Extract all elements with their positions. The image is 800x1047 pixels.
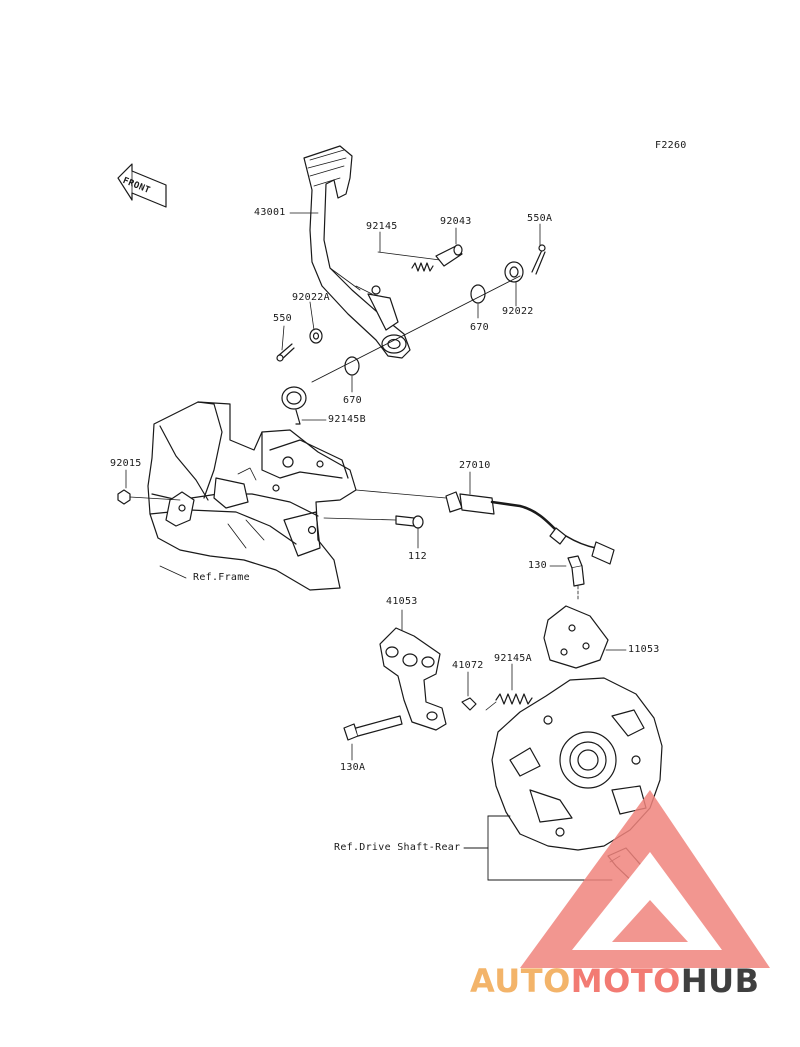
- o-ring-670-lower: [344, 356, 360, 376]
- frame: [147, 401, 357, 591]
- brake-lever-41053: [379, 627, 447, 731]
- label-130: 130: [528, 560, 547, 571]
- brake-pedal: [303, 145, 411, 359]
- label-130A: 130A: [340, 762, 366, 773]
- brake-switch-27010: [355, 489, 615, 565]
- watermark-part-2: MOTO: [570, 962, 681, 1000]
- watermark-text: AUTOMOTOHUB: [470, 962, 760, 1000]
- label-27010: 27010: [459, 460, 491, 471]
- label-11053: 11053: [628, 644, 660, 655]
- leader-lines: [125, 212, 627, 761]
- label-92015: 92015: [110, 458, 142, 469]
- label-43001: 43001: [254, 207, 286, 218]
- watermark-part-3: HUB: [680, 962, 760, 1000]
- bolt-130A: [343, 715, 403, 741]
- label-550A: 550A: [527, 213, 553, 224]
- spring-92145: [377, 251, 441, 272]
- label-112: 112: [408, 551, 427, 562]
- label-41053: 41053: [386, 596, 418, 607]
- label-92145A: 92145A: [494, 653, 532, 664]
- cotter-pin-550: [276, 343, 295, 362]
- label-92145: 92145: [366, 221, 398, 232]
- label-670-upper: 670: [470, 322, 489, 333]
- label-41072: 41072: [452, 660, 484, 671]
- label-92022: 92022: [502, 306, 534, 317]
- watermark-part-1: AUTO: [470, 962, 571, 1000]
- label-ref-drive-shaft-rear: Ref.Drive Shaft-Rear: [334, 842, 461, 853]
- label-ref-frame: Ref.Frame: [193, 572, 250, 583]
- label-92022A: 92022A: [292, 292, 330, 303]
- label-92145B: 92145B: [328, 414, 366, 425]
- spring-92145B: [281, 386, 307, 425]
- bolt-112: [323, 515, 424, 529]
- bracket-11053: [543, 605, 609, 669]
- washer-41072: [461, 697, 477, 711]
- label-550: 550: [273, 313, 292, 324]
- spring-92145A: [485, 693, 533, 711]
- cotter-pin-550A: [531, 244, 546, 275]
- washer-92022A: [309, 328, 323, 344]
- figure-code: F2260: [655, 140, 687, 151]
- rear-drive-housing: [491, 677, 663, 851]
- bolt-130: [567, 555, 585, 601]
- label-670-lower: 670: [343, 395, 362, 406]
- watermark-triangle-logo: [520, 790, 770, 968]
- front-direction-arrow: [117, 163, 167, 208]
- pin-92043: [435, 244, 463, 267]
- label-92043: 92043: [440, 216, 472, 227]
- nut-92015: [117, 489, 181, 505]
